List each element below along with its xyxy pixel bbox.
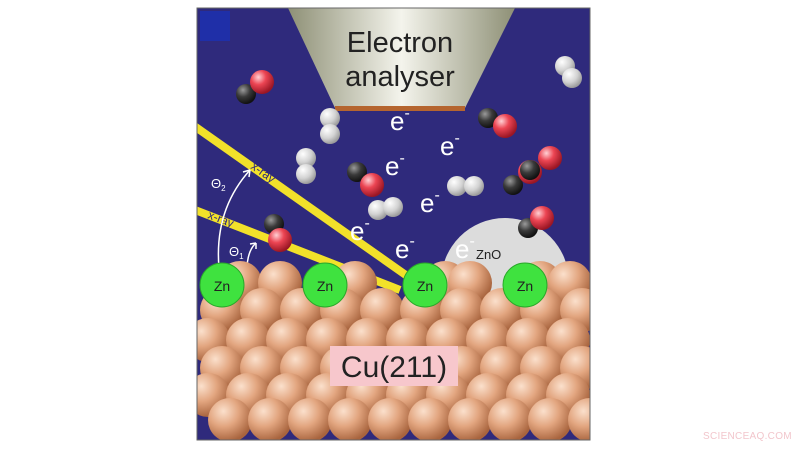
electron: e- [455, 233, 475, 264]
theta2-arc [217, 169, 251, 269]
zinc-label: Zn [214, 278, 230, 294]
hydrogen-atom [320, 108, 340, 128]
zinc-atom [302, 262, 348, 308]
hydrogen-atom [447, 176, 467, 196]
carbon-atom [520, 160, 540, 180]
electron: e- [390, 105, 410, 136]
electron: e- [420, 187, 440, 218]
copper-atom [328, 398, 372, 440]
copper-atom [488, 398, 532, 440]
zinc-atom [502, 262, 548, 308]
xray-beam-upper [197, 123, 413, 282]
electron: e- [350, 215, 370, 246]
oxygen-atom [250, 70, 274, 94]
electron: e- [395, 233, 415, 264]
analyser-label-2: analyser [345, 61, 455, 93]
oxygen-atom [360, 173, 384, 197]
carbon-atom [478, 108, 498, 128]
copper-atom [568, 398, 590, 440]
carbon-atom [347, 162, 367, 182]
surface-label-box [330, 346, 458, 386]
zinc-label: Zn [517, 278, 533, 294]
surface-label: Cu(211) [341, 351, 447, 384]
electron: e- [440, 130, 460, 161]
electron: e- [385, 150, 405, 181]
zinc-label: Zn [317, 278, 333, 294]
zno-label: ZnO [476, 247, 501, 262]
carbon-atom [503, 175, 523, 195]
copper-atom [208, 398, 252, 440]
copper-atom [448, 398, 492, 440]
theta1-label: Θ1 [229, 244, 244, 261]
hydrogen-atom [296, 148, 316, 168]
hydrogen-atom [562, 68, 582, 88]
theta2-arrowhead [242, 169, 251, 178]
copper-atom [408, 398, 452, 440]
hydrogen-atom [320, 124, 340, 144]
oxygen-atom [493, 114, 517, 138]
copper-atom [248, 398, 292, 440]
zinc-atom [402, 262, 448, 308]
electron-analyser [288, 8, 515, 108]
copper-atom [288, 398, 332, 440]
analyser-label-1: Electron [347, 27, 453, 59]
oxygen-atom [530, 206, 554, 230]
oxygen-atom [538, 146, 562, 170]
hydrogen-atom [368, 200, 388, 220]
zinc-label: Zn [417, 278, 433, 294]
hydrogen-atom [464, 176, 484, 196]
panel-border [196, 7, 591, 441]
zinc-atom [199, 262, 245, 308]
copper-atom [368, 398, 412, 440]
oxygen-atom [268, 228, 292, 252]
copper-atom [528, 398, 572, 440]
theta1-arrowhead [249, 242, 257, 249]
watermark: SCIENCEAQ.COM [703, 431, 792, 442]
corner-square [200, 11, 230, 41]
carbon-atom [236, 84, 256, 104]
hydrogen-atom [296, 164, 316, 184]
hydrogen-atom [383, 197, 403, 217]
theta2-label: Θ2 [211, 176, 226, 193]
analyser-aperture [335, 106, 465, 111]
